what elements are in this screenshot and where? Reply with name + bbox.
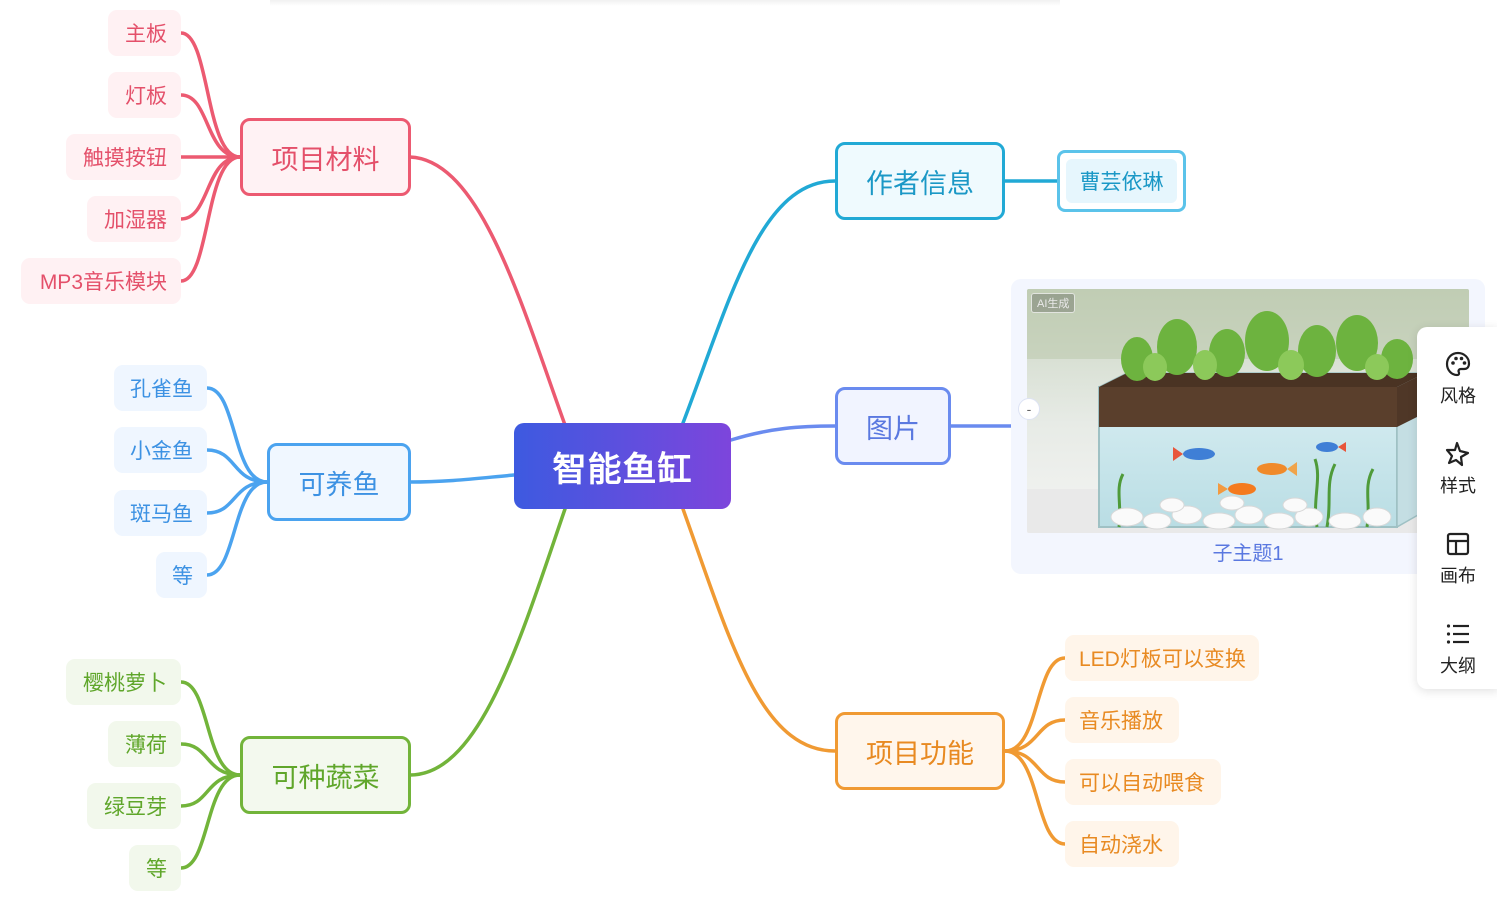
leaf-veg-3[interactable]: 绿豆芽 xyxy=(87,783,181,829)
image-topic-card[interactable]: AI生成 子主题1 xyxy=(1011,279,1485,574)
branch-vegetables-label: 可种蔬菜 xyxy=(271,762,380,793)
leaf-label: 薄荷 xyxy=(125,734,167,757)
connector-veg-1 xyxy=(179,680,242,777)
toolbar-label: 风格 xyxy=(1440,386,1476,406)
leaf-label: 自动浇水 xyxy=(1079,834,1163,857)
aquarium-image: AI生成 xyxy=(1027,289,1469,533)
connector-root-features xyxy=(681,507,837,753)
leaf-features-2[interactable]: 音乐播放 xyxy=(1065,697,1179,743)
leaf-fish-3[interactable]: 斑马鱼 xyxy=(114,490,207,536)
branch-features[interactable]: 项目功能 xyxy=(835,712,1005,790)
leaf-materials-1[interactable]: 主板 xyxy=(108,10,181,56)
connector-fish-3 xyxy=(205,480,269,515)
connector-veg-4 xyxy=(179,773,242,870)
connector-root-picture xyxy=(729,424,837,442)
branch-fish[interactable]: 可养鱼 xyxy=(267,443,411,521)
connector-features-4 xyxy=(1003,749,1067,846)
connector-root-vegetables xyxy=(408,507,567,777)
ai-generated-tag: AI生成 xyxy=(1031,293,1076,313)
connector-root-author xyxy=(681,179,837,425)
leaf-label: 触摸按钮 xyxy=(83,147,167,170)
top-bar-shadow xyxy=(270,0,1060,6)
branch-materials-label: 项目材料 xyxy=(271,144,380,175)
branch-features-label: 项目功能 xyxy=(866,738,974,769)
branch-vegetables[interactable]: 可种蔬菜 xyxy=(240,736,411,814)
connector-veg-3 xyxy=(179,773,242,808)
layout-icon xyxy=(1446,532,1470,556)
leaf-features-1[interactable]: LED灯板可以变换 xyxy=(1065,635,1259,681)
leaf-label: 樱桃萝卜 xyxy=(83,672,167,695)
leaf-label: MP3音乐模块 xyxy=(39,271,167,294)
connector-root-materials xyxy=(408,155,567,427)
palette-icon xyxy=(1445,351,1471,377)
collapse-symbol: - xyxy=(1026,401,1032,417)
leaf-materials-3[interactable]: 触摸按钮 xyxy=(66,134,181,180)
leaf-label: 加湿器 xyxy=(104,209,167,232)
image-caption: 子主题1 xyxy=(1212,543,1284,565)
branch-picture-label: 图片 xyxy=(866,413,920,444)
root-node[interactable]: 智能鱼缸 xyxy=(514,423,731,509)
root-label: 智能鱼缸 xyxy=(552,450,693,489)
leaf-label: 主板 xyxy=(125,23,167,46)
leaf-materials-2[interactable]: 灯板 xyxy=(108,72,181,118)
leaf-label: 孔雀鱼 xyxy=(130,378,193,401)
branch-materials[interactable]: 项目材料 xyxy=(240,118,411,196)
collapse-toggle-button[interactable]: - xyxy=(1018,398,1040,420)
outline-list-icon xyxy=(1446,624,1469,644)
branch-author-label: 作者信息 xyxy=(866,168,974,199)
connector-veg-2 xyxy=(179,742,242,777)
leaf-veg-4[interactable]: 等 xyxy=(129,845,181,891)
connector-fish-1 xyxy=(205,386,269,484)
toolbar-canvas-button[interactable]: 画布 xyxy=(1417,519,1497,599)
connector-features-1 xyxy=(1003,656,1067,753)
connector-features-2 xyxy=(1003,718,1067,753)
leaf-label: 小金鱼 xyxy=(130,440,193,463)
leaf-materials-5[interactable]: MP3音乐模块 xyxy=(21,258,181,304)
leaf-label: LED灯板可以变换 xyxy=(1079,648,1246,671)
toolbar-format-button[interactable]: 样式 xyxy=(1417,429,1497,509)
leaf-author-name[interactable]: 曹芸依琳 xyxy=(1057,150,1186,212)
leaf-label: 可以自动喂食 xyxy=(1079,772,1205,795)
toolbar-outline-button[interactable]: 大纲 xyxy=(1417,609,1497,689)
toolbar-label: 画布 xyxy=(1440,566,1476,586)
branch-author[interactable]: 作者信息 xyxy=(835,142,1005,220)
leaf-fish-2[interactable]: 小金鱼 xyxy=(114,427,207,473)
right-toolbar: 风格 样式 画布 大纲 xyxy=(1417,327,1497,689)
leaf-fish-1[interactable]: 孔雀鱼 xyxy=(114,365,207,411)
leaf-label: 绿豆芽 xyxy=(104,796,167,819)
toolbar-label: 大纲 xyxy=(1440,656,1476,676)
aquarium-illustration xyxy=(1027,289,1469,533)
toolbar-style-button[interactable]: 风格 xyxy=(1417,339,1497,419)
leaf-veg-2[interactable]: 薄荷 xyxy=(108,721,181,767)
branch-fish-label: 可养鱼 xyxy=(298,469,380,500)
leaf-materials-4[interactable]: 加湿器 xyxy=(87,196,181,242)
connector-root-fish xyxy=(408,473,516,484)
leaf-label: 音乐播放 xyxy=(1079,710,1163,733)
leaf-label: 等 xyxy=(146,858,167,881)
branch-picture[interactable]: 图片 xyxy=(835,387,951,465)
connector-features-3 xyxy=(1003,749,1067,784)
leaf-label: 灯板 xyxy=(125,85,167,108)
toolbar-label: 样式 xyxy=(1440,476,1476,496)
connector-materials-2 xyxy=(179,93,242,159)
leaf-label: 等 xyxy=(172,565,193,588)
author-name-label: 曹芸依琳 xyxy=(1066,159,1177,203)
leaf-label: 斑马鱼 xyxy=(130,503,193,526)
leaf-features-4[interactable]: 自动浇水 xyxy=(1065,821,1179,867)
connector-materials-1 xyxy=(179,31,242,159)
connector-materials-5 xyxy=(179,155,242,283)
connector-fish-4 xyxy=(205,480,269,577)
sparkle-icon xyxy=(1445,441,1470,467)
connector-fish-2 xyxy=(205,448,269,484)
leaf-fish-4[interactable]: 等 xyxy=(156,552,207,598)
leaf-features-3[interactable]: 可以自动喂食 xyxy=(1065,759,1221,805)
leaf-veg-1[interactable]: 樱桃萝卜 xyxy=(66,659,181,705)
